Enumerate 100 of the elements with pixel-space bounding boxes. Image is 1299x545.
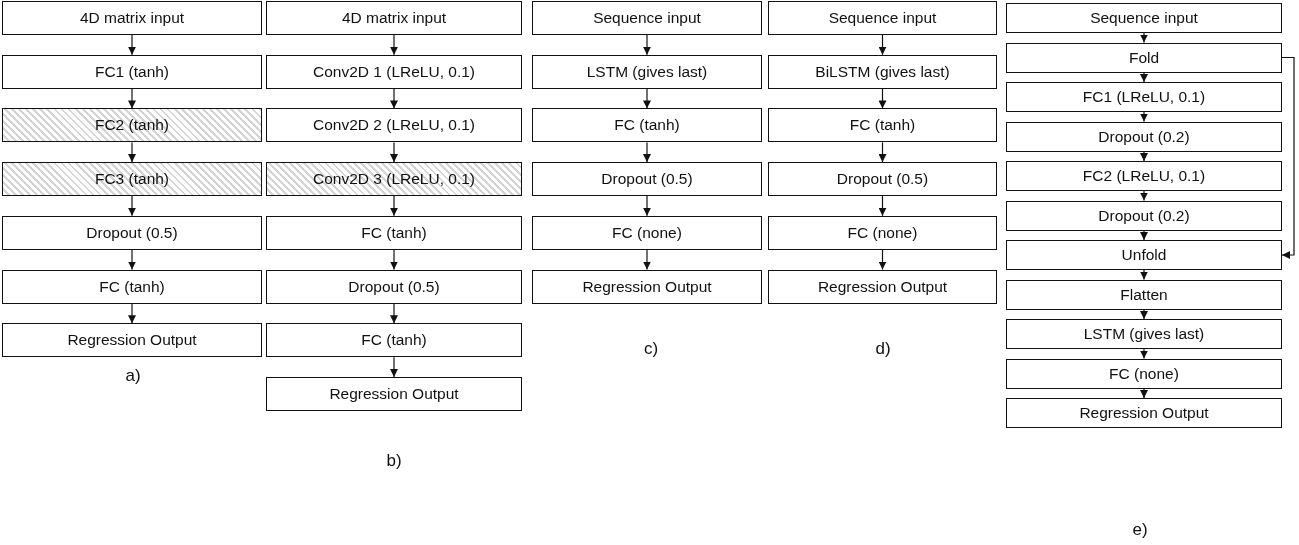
layer-label: FC3 (tanh) — [94, 170, 170, 189]
arrow — [1140, 269, 1148, 281]
layer-box — [266, 54, 522, 89]
arrow — [643, 34, 651, 56]
arrow — [128, 302, 136, 324]
panel-label: a) — [125, 366, 141, 386]
layer-label: FC (none) — [1109, 364, 1179, 383]
arrow — [128, 249, 136, 271]
layer-label: Sequence input — [1090, 9, 1198, 27]
layer-box — [532, 162, 762, 197]
arrow — [1140, 150, 1148, 162]
arrow — [1140, 71, 1148, 83]
arrow — [643, 141, 651, 163]
layer-label: 4D matrix input — [79, 9, 185, 27]
arrow — [128, 195, 136, 217]
layer-label: FC (none) — [847, 223, 918, 242]
layer-box — [1006, 161, 1282, 191]
arrow — [1140, 32, 1148, 44]
layer-label: Dropout (0.5) — [348, 277, 440, 296]
layer-box — [1006, 240, 1282, 270]
layer-label: FC (none) — [612, 223, 682, 242]
layer-box — [1006, 279, 1282, 310]
layer-box — [768, 162, 997, 197]
layer-label: Flatten — [1120, 285, 1168, 304]
layer-box — [1006, 200, 1282, 231]
layer-label: Fold — [1128, 48, 1160, 67]
arrow — [390, 302, 398, 324]
arrow — [128, 88, 136, 109]
arrow — [1140, 111, 1148, 123]
layer-label: Regression Output — [67, 331, 197, 350]
layer-label: FC (tanh) — [361, 223, 427, 242]
layer-label: FC (tanh) — [361, 331, 427, 350]
layer-label: Conv2D 3 (LReLU, 0.1) — [313, 170, 475, 189]
layer-label: LSTM (gives last) — [1083, 325, 1205, 343]
layer-box — [2, 269, 262, 304]
layer-label: Conv2D 2 (LReLU, 0.1) — [313, 116, 475, 135]
layer-label: Sequence input — [828, 9, 937, 27]
arrow — [128, 141, 136, 163]
arrow — [390, 141, 398, 163]
arrow — [878, 195, 887, 217]
layer-label: Regression Output — [1079, 404, 1209, 422]
layer-label: FC1 (LReLU, 0.1) — [1082, 88, 1206, 106]
layer-label: Dropout (0.5) — [836, 170, 929, 189]
layer-label: FC (tanh) — [614, 116, 680, 135]
layer-box — [532, 269, 762, 304]
hatched-layer-box — [2, 162, 262, 197]
layer-label: Dropout (0.2) — [1098, 206, 1190, 225]
layer-box — [1006, 3, 1282, 33]
arrow — [1140, 308, 1148, 320]
layer-label: Sequence input — [593, 9, 701, 27]
panel-label: e) — [1132, 520, 1148, 540]
layer-label: Dropout (0.5) — [601, 170, 693, 189]
layer-box — [532, 108, 762, 143]
panel-label: c) — [643, 339, 659, 359]
arrow — [390, 356, 398, 378]
panel-label: b) — [386, 451, 402, 471]
arrow — [878, 141, 887, 163]
layer-label: FC (tanh) — [99, 277, 165, 296]
arrow — [643, 195, 651, 217]
arrow — [390, 195, 398, 217]
layer-label: Regression Output — [329, 384, 459, 403]
layer-box — [768, 269, 997, 304]
layer-label: Unfold — [1121, 246, 1167, 264]
layer-box — [768, 108, 997, 143]
layer-box — [266, 376, 522, 411]
layer-box — [266, 1, 522, 35]
layer-box — [2, 54, 262, 89]
layer-box — [266, 215, 522, 250]
layer-box — [1006, 398, 1282, 428]
layer-label: Dropout (0.5) — [86, 223, 178, 242]
arrow — [643, 88, 651, 109]
hatched-layer-box — [266, 162, 522, 197]
layer-box — [768, 54, 997, 89]
layer-box — [266, 108, 522, 143]
layer-label: LSTM (gives last) — [586, 62, 708, 81]
arrow — [878, 88, 887, 109]
hatched-layer-box — [2, 108, 262, 143]
layer-label: Conv2D 1 (LReLU, 0.1) — [313, 62, 475, 81]
arrow — [390, 34, 398, 56]
arrow — [1281, 56, 1295, 259]
arrow — [390, 249, 398, 271]
layer-box — [1006, 121, 1282, 152]
layer-label: FC2 (tanh) — [94, 116, 170, 135]
layer-box — [532, 1, 762, 35]
arrow — [878, 249, 887, 271]
arrow — [1140, 229, 1148, 241]
layer-box — [768, 1, 997, 35]
arrow — [1140, 348, 1148, 360]
layer-box — [266, 269, 522, 304]
layer-label: 4D matrix input — [341, 9, 447, 27]
layer-label: FC (tanh) — [849, 116, 916, 135]
arrow — [878, 34, 887, 56]
panel-label: d) — [875, 339, 891, 359]
layer-box — [1006, 82, 1282, 112]
arrow — [1140, 387, 1148, 399]
layer-box — [2, 215, 262, 250]
arrow — [390, 88, 398, 109]
layer-label: FC2 (LReLU, 0.1) — [1082, 167, 1206, 185]
layer-label: BiLSTM (gives last) — [815, 62, 950, 81]
layer-box — [1006, 42, 1282, 73]
